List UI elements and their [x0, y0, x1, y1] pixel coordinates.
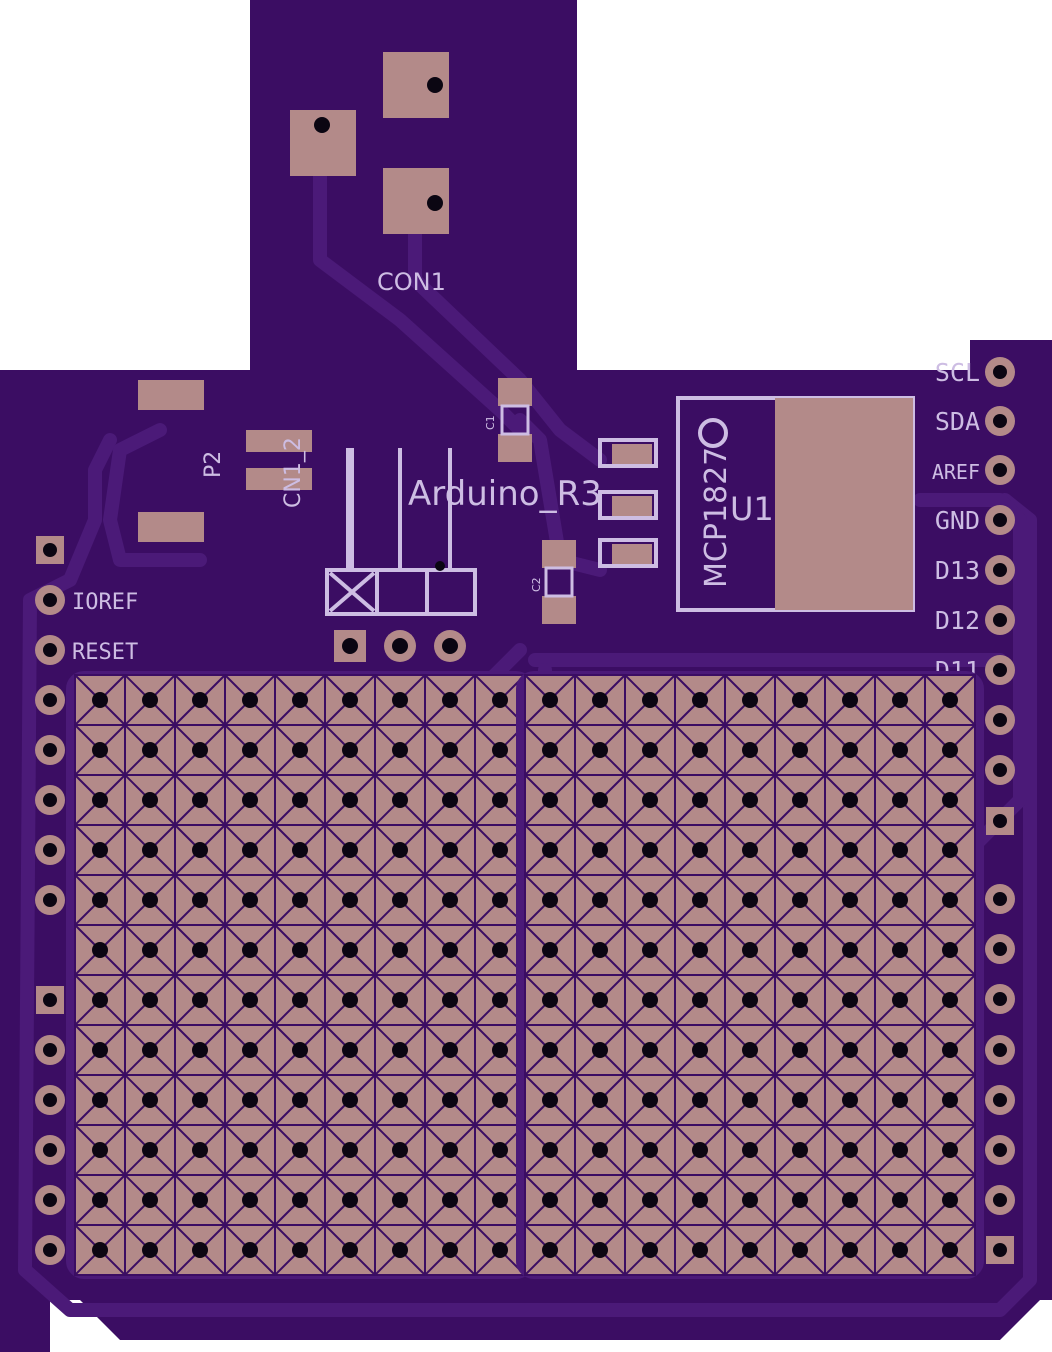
c1-capacitor	[498, 378, 532, 462]
arduino-header-pads	[334, 630, 466, 662]
cn1-pad-bottom	[246, 468, 312, 490]
protoboard-right	[516, 671, 984, 1279]
mcp-label: MCP1827	[699, 447, 734, 588]
header-label-ioref: IOREF	[72, 590, 138, 615]
arduino-label: Arduino_R3	[408, 474, 602, 514]
c1-label: C1	[484, 415, 497, 430]
u1-regulator	[598, 396, 915, 612]
c2-capacitor	[542, 540, 576, 624]
header-label-gnd: GND	[935, 506, 980, 535]
header-label-d13: D13	[935, 556, 980, 585]
p2-label: P2	[201, 451, 226, 478]
u1-label: U1	[730, 490, 774, 528]
protoboard-left	[66, 671, 534, 1279]
header-label-d12: D12	[935, 606, 980, 635]
p2-pad-bottom	[138, 512, 204, 542]
con1-pads	[290, 52, 449, 234]
header-label-reset: RESET	[72, 640, 138, 665]
c2-label: C2	[530, 577, 543, 592]
cn1-pad-top	[246, 430, 312, 452]
header-label-scl: SCL	[935, 358, 980, 387]
header-label-aref: AREF	[932, 460, 980, 484]
con1-label: CON1	[377, 268, 446, 296]
header-label-sda: SDA	[935, 407, 980, 436]
cn1-2-label: CN1_2	[281, 437, 306, 508]
p2-pad-top	[138, 380, 204, 410]
arduino-header-silk	[325, 448, 477, 616]
